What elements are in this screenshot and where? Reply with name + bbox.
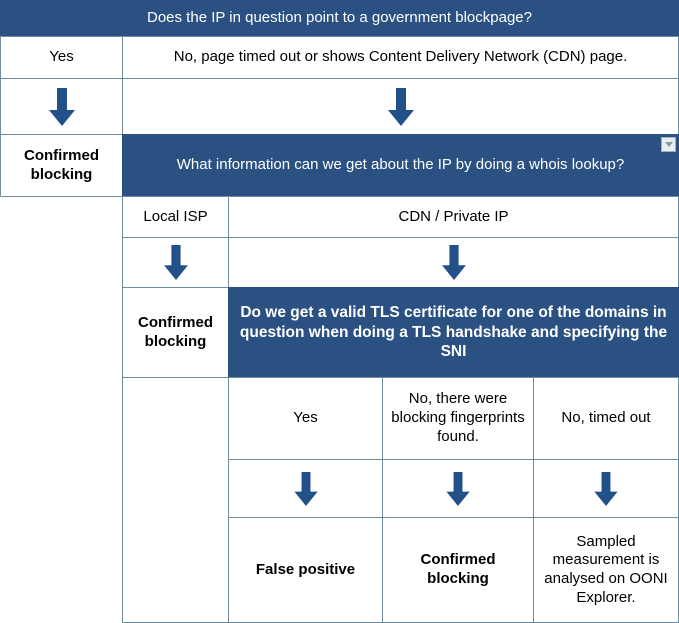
left-spacer-column [0, 196, 123, 623]
outcome-confirmed-blocking-1: Confirmed blocking [0, 134, 123, 197]
question-3-tls-certificate: Do we get a valid TLS certificate for on… [228, 287, 679, 378]
arrow-cell-q2-cdn [228, 237, 679, 288]
question-1-blockpage: Does the IP in question point to a gover… [0, 0, 679, 36]
arrow-cell-q3-fingerprints [382, 459, 534, 518]
down-arrow-icon-5 [235, 462, 376, 515]
down-arrow-icon-7 [540, 462, 672, 515]
answer-q2-cdn: CDN / Private IP [228, 196, 679, 238]
outcome-sampled-measurement: Sampled measurement is analysed on OONI … [533, 517, 679, 623]
answer-q3-timeout: No, timed out [533, 377, 679, 460]
arrow-cell-q2-local-isp [122, 237, 229, 288]
answer-q3-yes: Yes [228, 377, 383, 460]
outcome-confirmed-blocking-2: Confirmed blocking [122, 287, 229, 378]
down-arrow-icon-1 [7, 81, 116, 132]
answer-q3-fingerprints: No, there were blocking fingerprints fou… [382, 377, 534, 460]
chevron-down-icon [664, 142, 673, 147]
down-arrow-icon-4 [235, 240, 672, 285]
arrow-cell-q3-yes [228, 459, 383, 518]
filter-dropdown-button[interactable] [661, 137, 676, 152]
answer-q1-yes: Yes [0, 36, 123, 79]
second-column-spacer [122, 377, 229, 623]
question-2-whois: What information can we get about the IP… [122, 134, 679, 197]
arrow-cell-q1-no [122, 78, 679, 135]
arrow-cell-q3-timeout [533, 459, 679, 518]
down-arrow-icon-2 [129, 81, 672, 132]
answer-q2-local-isp: Local ISP [122, 196, 229, 238]
outcome-false-positive: False positive [228, 517, 383, 623]
down-arrow-icon-6 [389, 462, 527, 515]
down-arrow-icon-3 [129, 240, 222, 285]
arrow-cell-q1-yes [0, 78, 123, 135]
outcome-confirmed-blocking-3: Confirmed blocking [382, 517, 534, 623]
answer-q1-no: No, page timed out or shows Content Deli… [122, 36, 679, 79]
